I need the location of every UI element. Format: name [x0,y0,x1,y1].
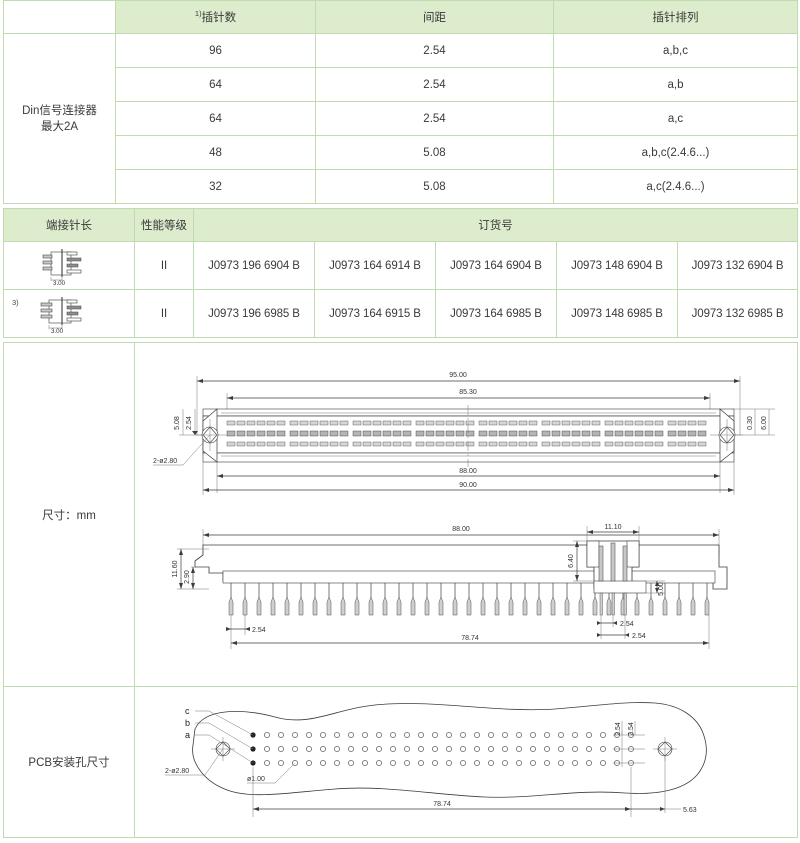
dim-85-30: 85.30 [459,389,477,396]
cell-arrangement: a,b,c(2.4.6...) [553,135,798,170]
pcb-row-label-b: b [185,718,190,728]
cell-performance-level: II [134,241,194,290]
dim-5-00: 5.00 [658,582,665,596]
cell-pin-length-diagram-2: 3) 3.00 [3,289,135,338]
header-order-number: 订货号 [192,208,799,242]
header-arrangement: 插针排列 [553,0,798,34]
dim-90-00: 90.00 [459,482,477,489]
table-row-pcb: PCB安装孔尺寸 [3,686,798,838]
dim-11-60: 11.60 [172,560,179,577]
cell-pitch: 5.08 [315,135,554,170]
cell-order-number: J0973 164 6904 B [435,241,557,290]
row-label-line-2: 最大2A [40,120,79,133]
cell-arrangement: a,c(2.4.6...) [553,169,798,204]
pcb-row-label-a: a [185,730,190,740]
footnote-marker-1: 1) [194,9,202,19]
drawings-table: 尺寸：mm 95.00 85.30 [3,342,798,838]
pcb-dim-78-74: 78.74 [433,801,451,808]
cell-arrangement: a,c [553,101,798,136]
pcb-dim-phi-1-00: ø1.00 [247,776,265,783]
cell-order-number: J0973 132 6904 B [676,241,799,290]
cell-pitch: 2.54 [315,33,554,68]
pcb-dim-2-54-b: 2.54 [628,722,635,736]
table-row: 3) 3.00 II J0973 196 [3,289,799,338]
header-pitch: 间距 [315,0,554,34]
icon-dimension-label: 3.00 [53,280,66,286]
dim-88-00-top: 88.00 [459,468,477,475]
footnote-marker-3: 3) [12,298,19,307]
drawing-dimensions-area: 95.00 85.30 [134,342,798,687]
icon-dimension-label: 3.00 [51,328,64,334]
cell-pin-count: 64 [115,101,316,136]
pcb-dim-2-54-a: 2.54 [615,722,622,736]
pin-specification-table: 1)插针数 间距 插针排列 Din信号连接器 最大2A 96 2.54 a,b,… [3,0,798,204]
table-row: Din信号连接器 最大2A 96 2.54 a,b,c [3,33,798,204]
dim-88-00-side: 88.00 [452,526,470,533]
cell-arrangement: a,b,c [553,33,798,68]
cell-order-number: J0973 148 6985 B [556,289,678,338]
cell-order-number: J0973 132 6985 B [676,289,799,338]
dim-2-54-detail-b: 2.54 [632,633,646,640]
cell-pitch: 5.08 [315,169,554,204]
connector-dimension-drawing: 95.00 85.30 [153,372,775,649]
dim-11-10: 11.10 [605,524,622,531]
dim-0-30: 0.30 [747,416,754,430]
pin-length-diagram-icon: 3.00 [40,296,82,334]
cell-order-number: J0973 164 6915 B [314,289,436,338]
pcb-dim-2-phi-2-80: 2-ø2.80 [165,768,189,775]
dim-2-phi-2-80: 2-ø2.80 [153,458,177,465]
dim-2-54-detail-a: 2.54 [620,621,634,628]
table-row: 32 5.08 a,c(2.4.6...) [4,169,798,204]
header-corner-blank [3,0,116,34]
table-header-row: 端接针长 性能等级 订货号 [3,208,799,242]
cell-order-number: J0973 164 6914 B [314,241,436,290]
cell-order-number: J0973 196 6985 B [193,289,315,338]
cell-pin-count: 32 [115,169,316,204]
table-row-dimensions: 尺寸：mm 95.00 85.30 [3,342,798,687]
dim-6-00: 6.00 [761,416,768,430]
drawing-label-pcb: PCB安装孔尺寸 [3,686,135,838]
header-pin-count-label: 插针数 [201,12,237,24]
table-header-row: 1)插针数 间距 插针排列 [3,0,798,34]
pin-length-diagram-icon: 3.00 [42,248,82,286]
cell-pin-count: 64 [115,67,316,102]
row-label-din-connector: Din信号连接器 最大2A [3,33,116,204]
table-row: 3.00 II J0973 196 6904 B J0973 164 6914 … [3,241,799,290]
cell-order-number: J0973 196 6904 B [193,241,315,290]
drawing-label-dimensions: 尺寸：mm [3,342,135,687]
pcb-dim-5-63: 5.63 [683,807,697,814]
cell-arrangement: a,b [553,67,798,102]
table-row: 64 2.54 a,b [4,67,798,102]
cell-order-number: J0973 148 6904 B [556,241,678,290]
header-pin-length: 端接针长 [3,208,135,242]
header-pin-count: 1)插针数 [115,0,316,34]
table-row: 64 2.54 a,c [4,101,798,136]
cell-pitch: 2.54 [315,67,554,102]
dim-2-54-top: 2.54 [186,416,193,430]
row-label-line-1: Din信号连接器 [22,104,97,117]
pcb-hole-pattern-drawing: c b a 2-ø2.80 ø1.00 [165,702,707,817]
pcb-row-label-c: c [185,706,190,716]
order-number-table: 端接针长 性能等级 订货号 [3,208,799,338]
cell-performance-level: II [134,289,194,338]
dim-78-74-side: 78.74 [461,635,479,642]
cell-pin-count: 96 [115,33,316,68]
cell-order-number: J0973 164 6985 B [435,289,557,338]
cell-pitch: 2.54 [315,101,554,136]
dim-2-54-pin: 2.54 [252,627,266,634]
table-row: 48 5.08 a,b,c(2.4.6...) [4,135,798,170]
drawing-pcb-area: c b a 2-ø2.80 ø1.00 [134,686,798,838]
dim-5-08: 5.08 [174,416,181,430]
dim-6-40: 6.40 [568,554,575,568]
dim-2-90: 2.90 [184,570,191,584]
dim-95-00: 95.00 [449,372,467,379]
cell-pin-count: 48 [115,135,316,170]
header-performance-level: 性能等级 [134,208,194,242]
cell-pin-length-diagram-1: 3.00 [3,241,135,290]
